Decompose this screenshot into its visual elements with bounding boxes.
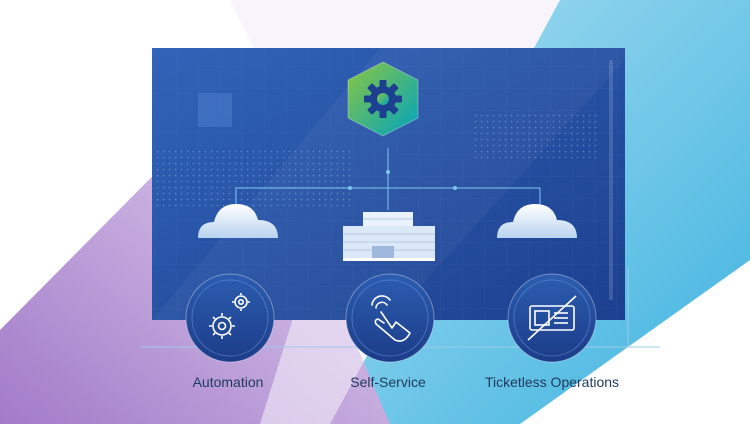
- gears-icon: [209, 293, 250, 339]
- building-icon: [343, 212, 435, 261]
- capability-self-service: [345, 273, 435, 363]
- automation-label: Automation: [192, 374, 264, 390]
- left-cloud: [198, 204, 278, 238]
- cloud-icon: [497, 204, 577, 238]
- gear-hexagon-icon: [364, 80, 402, 118]
- touch-hand-icon: [371, 295, 411, 342]
- scrollbar-track: [609, 60, 613, 300]
- self-service-label: Self-Service: [350, 374, 426, 390]
- datacenter: [343, 212, 435, 261]
- hub-node: [347, 61, 419, 137]
- capability-automation: [185, 273, 275, 363]
- capability-ticketless: [507, 273, 597, 363]
- cloud-icon: [198, 204, 278, 238]
- right-cloud: [497, 204, 577, 238]
- crossed-ticket-icon: [527, 295, 577, 341]
- ticketless-operations-label: Ticketless Operations: [484, 374, 620, 390]
